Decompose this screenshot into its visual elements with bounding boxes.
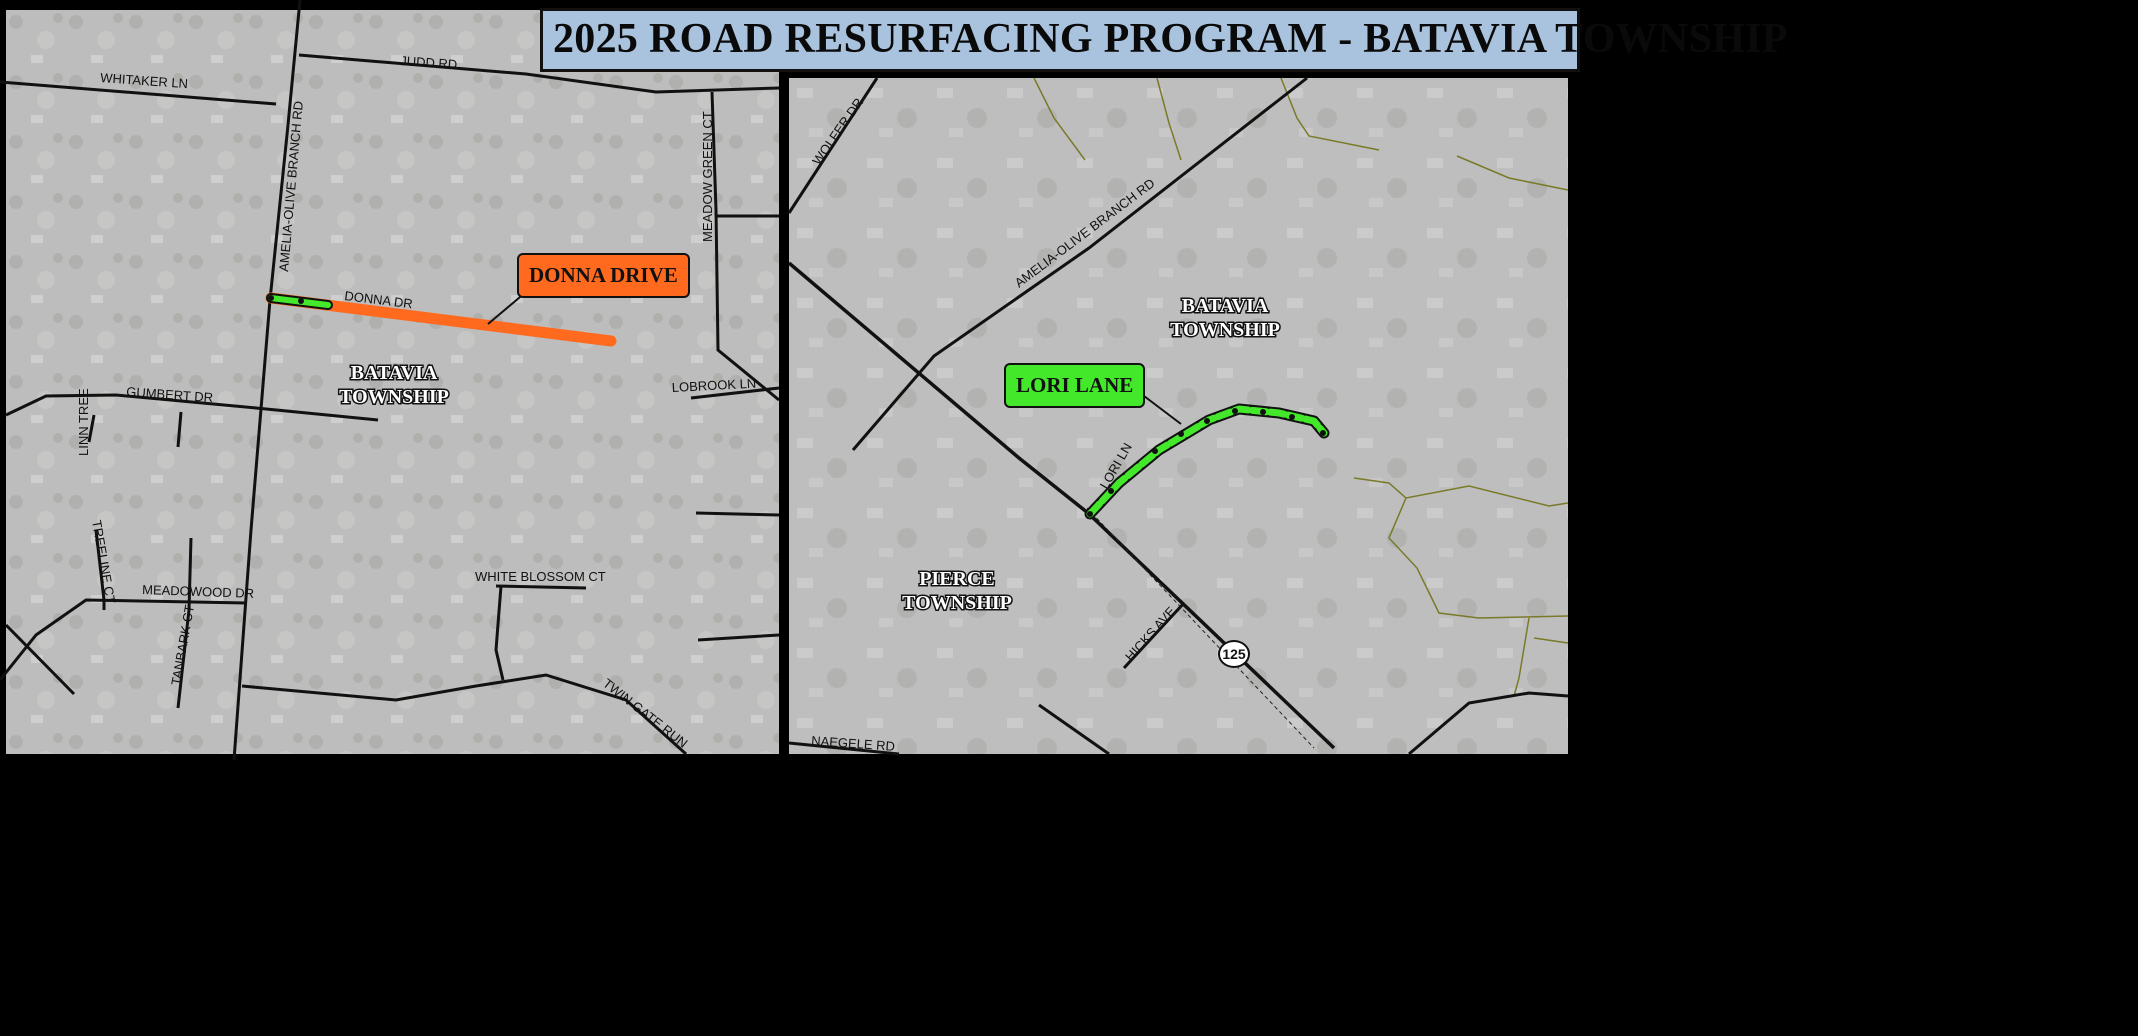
road-se-curve <box>1408 691 1569 756</box>
label-batavia-area-line1: BATAVIA <box>1182 295 1269 317</box>
road-sw-diag <box>4 623 76 696</box>
rail-line <box>1086 507 1315 749</box>
lori-callout-leader <box>1143 395 1182 425</box>
donna-node <box>268 295 274 301</box>
route-125-shield: 125 <box>1218 640 1250 668</box>
label-batavia-area-line1: BATAVIA <box>351 362 438 384</box>
road-meadow-green <box>710 91 780 402</box>
label-naegele-rd: NAEGELE RD <box>811 733 896 754</box>
label-pierce-area-line1: PIERCE <box>919 568 995 590</box>
title-banner: 2025 ROAD RESURFACING PROGRAM - BATAVIA … <box>540 8 1788 72</box>
label-whitaker-ln: WHITAKER LN <box>100 70 189 91</box>
map-title: 2025 ROAD RESURFACING PROGRAM - BATAVIA … <box>553 16 1788 62</box>
road-gumbert <box>5 393 379 422</box>
road-twin-gate <box>241 673 688 756</box>
road-hicks <box>1122 601 1186 670</box>
road-east-stub1 <box>695 511 780 517</box>
label-gumbert-dr: GUMBERT DR <box>126 384 214 405</box>
label-linn-tree: LINN TREE <box>76 388 91 456</box>
label-batavia-area-line2: TOWNSHIP <box>339 386 449 408</box>
left-map-canvas: JUDD RD WHITAKER LN AMELIA-OLIVE BRANCH … <box>0 0 780 761</box>
road-linn-tree <box>87 414 96 443</box>
road-naegele <box>788 741 900 756</box>
label-batavia-area-line2: TOWNSHIP <box>1170 319 1280 341</box>
donna-drive-callout[interactable]: DONNA DRIVE <box>517 253 690 298</box>
label-judd-rd: JUDD RD <box>400 53 458 72</box>
right-map-canvas: WOLFER DR AMELIA-OLIVE BRANCH RD LORI LN… <box>787 76 1569 756</box>
road-east-stub2 <box>697 633 780 642</box>
left-map-panel[interactable]: JUDD RD WHITAKER LN AMELIA-OLIVE BRANCH … <box>0 0 780 761</box>
lori-lane-highlight[interactable] <box>1086 405 1328 518</box>
road-meadowood <box>0 598 247 681</box>
donna-node <box>298 298 304 304</box>
label-meadow-green-ct: MEADOW GREEN CT <box>700 111 715 242</box>
road-white-blossom <box>495 584 587 590</box>
road-wolfer <box>787 77 879 214</box>
label-white-blossom-ct: WHITE BLOSSOM CT <box>475 569 606 584</box>
right-map-panel[interactable]: WOLFER DR AMELIA-OLIVE BRANCH RD LORI LN… <box>787 76 1569 756</box>
road-tanbark <box>176 537 193 709</box>
road-lobrook <box>690 386 780 400</box>
lori-lane-callout[interactable]: LORI LANE <box>1004 363 1146 408</box>
road-gumbert-stub <box>176 411 183 448</box>
road-white-blossom-loop <box>494 585 505 681</box>
aerial-background <box>6 10 779 754</box>
road-south-stub <box>1038 703 1110 756</box>
road-whitaker <box>0 80 277 106</box>
aerial-background <box>789 78 1568 754</box>
trail-lines <box>1033 77 1569 697</box>
road-network <box>0 0 780 761</box>
road-sr-125 <box>787 261 1336 750</box>
label-lobrook-ln: LOBROOK LN <box>671 376 756 395</box>
label-meadowood-dr: MEADOWOOD DR <box>142 582 254 601</box>
road-network <box>787 76 1569 756</box>
lori-lane-nodes <box>1087 408 1326 517</box>
label-pierce-area-line2: TOWNSHIP <box>902 592 1012 614</box>
road-judd <box>298 53 780 94</box>
road-amelia-olive <box>851 76 1308 451</box>
